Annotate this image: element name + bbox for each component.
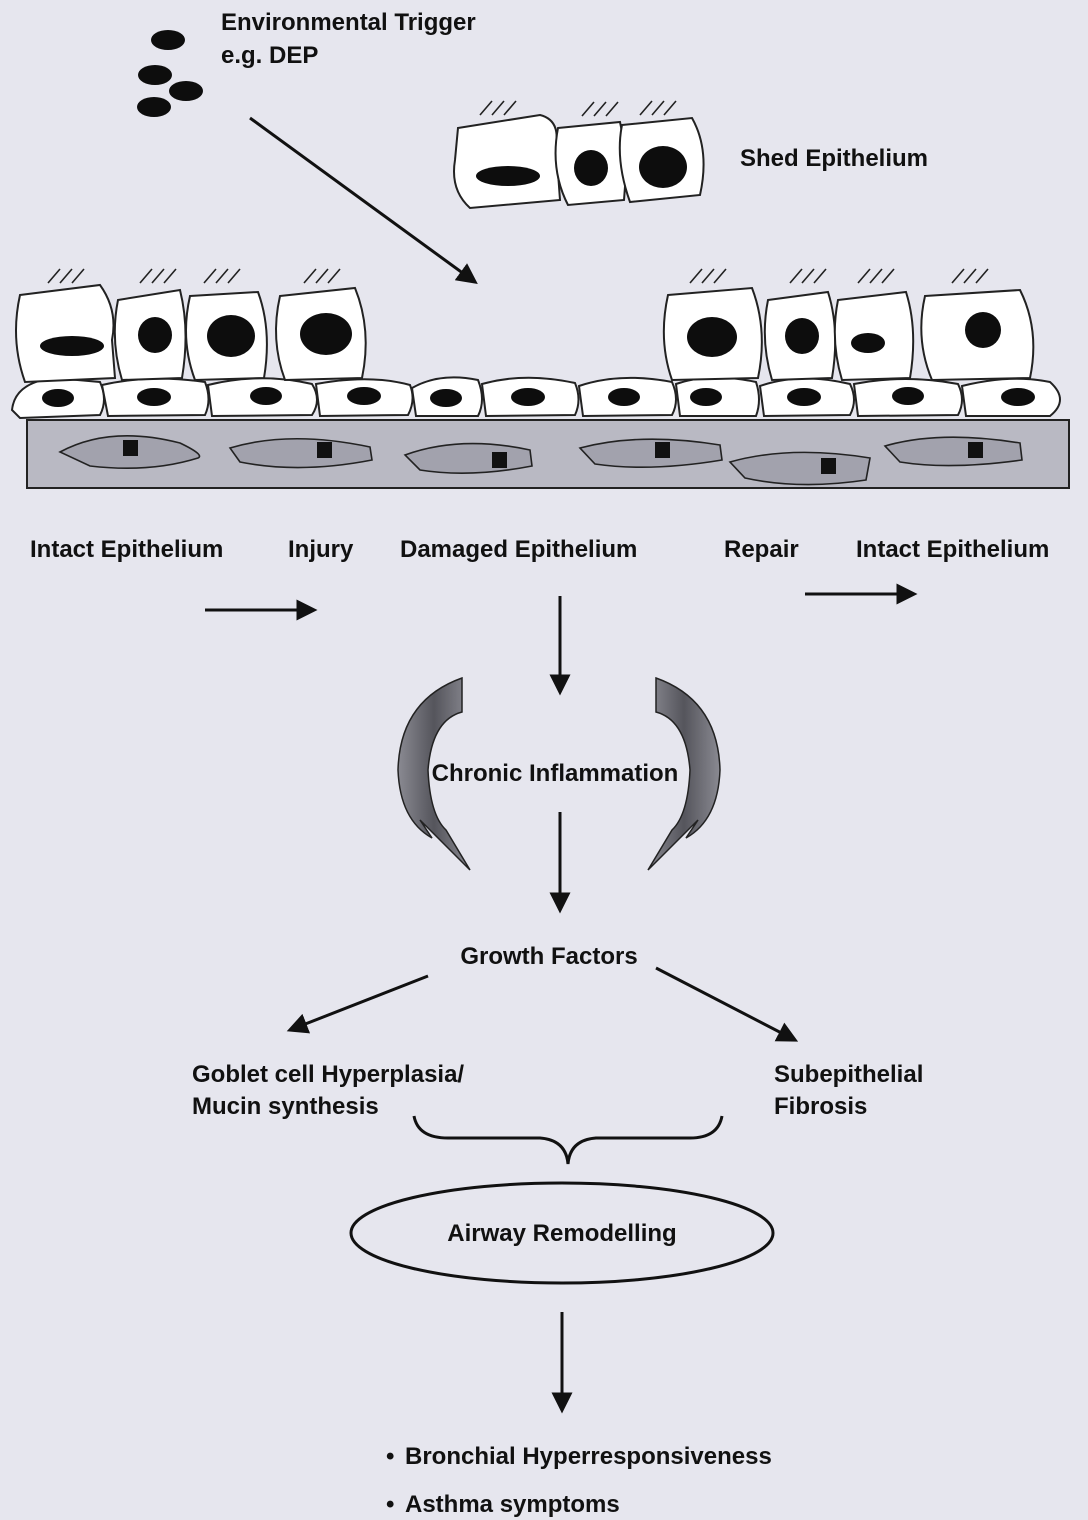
- airway-remodelling-label: Airway Remodelling: [447, 1220, 676, 1247]
- stage-damaged: Damaged Epithelium: [400, 536, 637, 563]
- growth-factors-label: Growth Factors: [460, 943, 637, 970]
- shed-epithelium-label: Shed Epithelium: [740, 145, 928, 172]
- submucosa-layer: [27, 420, 1069, 488]
- stage-intact-right: Intact Epithelium: [856, 536, 1049, 563]
- goblet-label-line2: Mucin synthesis: [192, 1093, 379, 1120]
- trigger-example: e.g. DEP: [221, 42, 318, 69]
- basal-cells: [12, 377, 1060, 418]
- trigger-label: Environmental Trigger: [221, 9, 476, 36]
- outcome-bullet-2: •: [386, 1491, 394, 1518]
- trigger-arrow: [250, 118, 475, 282]
- outcome-bronchial-hyperresponsiveness: Bronchial Hyperresponsiveness: [405, 1443, 772, 1470]
- outcome-asthma-symptoms: Asthma symptoms: [405, 1491, 620, 1518]
- fibrosis-label-line1: Subepithelial: [774, 1061, 923, 1088]
- merge-brace: [414, 1116, 722, 1164]
- stage-intact-left: Intact Epithelium: [30, 536, 223, 563]
- chronic-inflammation-label: Chronic Inflammation: [432, 760, 679, 787]
- particles-icon: [137, 30, 203, 117]
- stage-repair: Repair: [724, 536, 799, 563]
- intact-epithelium-right-cells: [664, 269, 1034, 380]
- goblet-label-line1: Goblet cell Hyperplasia/: [192, 1061, 464, 1088]
- shed-epithelium-cells: [454, 101, 704, 208]
- intact-epithelium-left-cells: [16, 269, 366, 382]
- fibrosis-label-line2: Fibrosis: [774, 1093, 867, 1120]
- outcome-bullet-1: •: [386, 1443, 394, 1470]
- stage-injury: Injury: [288, 536, 354, 563]
- growth-to-goblet-arrow: [290, 976, 428, 1030]
- growth-to-fibrosis-arrow: [656, 968, 795, 1040]
